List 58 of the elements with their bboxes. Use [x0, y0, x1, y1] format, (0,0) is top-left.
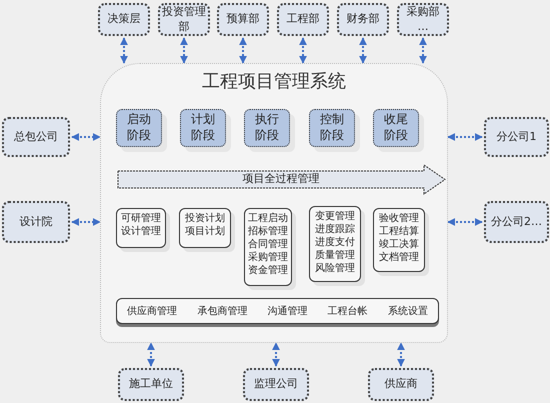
box-label: 工程启动招标管理合同管理采购管理资金管理: [248, 212, 288, 277]
box-label: 执行阶段: [254, 112, 280, 144]
box-label: 沟通管理: [267, 304, 308, 318]
double-arrow: [120, 37, 128, 64]
double-arrow: [447, 218, 483, 226]
box-label: 承包商管理: [197, 304, 248, 318]
org-box: [243, 368, 309, 401]
double-arrow: [299, 37, 307, 64]
box-label: 供应商管理: [127, 304, 178, 318]
box-label: 系统设置: [388, 304, 428, 318]
double-arrow: [397, 342, 405, 367]
org-box: [484, 201, 549, 243]
box-label: 控制阶段: [319, 112, 345, 144]
double-arrow: [272, 342, 280, 367]
org-box: [337, 3, 389, 36]
box-label: 验收管理工程结算竣工决算文档管理: [379, 212, 419, 264]
box-label: 工程部: [286, 12, 320, 27]
double-arrow: [239, 37, 247, 64]
box-label: 监理公司: [254, 377, 298, 392]
box-label: 分公司1: [496, 130, 536, 144]
org-box: [2, 201, 70, 243]
box-label: 启动阶段: [126, 112, 152, 144]
org-box: [217, 3, 269, 36]
double-arrow: [419, 37, 427, 64]
double-arrow: [147, 342, 155, 367]
org-box: [98, 3, 150, 36]
box-label: 决策层: [108, 12, 140, 27]
org-box: [484, 117, 549, 157]
process-arrow: [116, 164, 446, 195]
box-label: 收尾阶段: [383, 112, 409, 144]
double-arrow: [447, 133, 483, 141]
box-label: 财务部: [346, 12, 380, 27]
system-panel: [100, 63, 448, 343]
org-box: [397, 3, 449, 36]
box-label: 可研管理设计管理: [121, 212, 161, 238]
box-label: 项目全过程管理: [242, 172, 320, 187]
org-box: [368, 368, 434, 401]
box-label: 采购部 …: [406, 5, 440, 34]
function-bar: [116, 298, 439, 324]
double-arrow: [359, 37, 367, 64]
org-box: [2, 117, 70, 157]
box-label: 施工单位: [129, 377, 173, 392]
double-arrow: [180, 37, 188, 64]
box-label: 供应商: [384, 377, 418, 392]
system-title: 工程项目管理系统: [202, 70, 346, 94]
box-label: 总包公司: [14, 130, 58, 144]
box-label: 工程台帐: [328, 304, 368, 318]
org-box: [118, 368, 184, 401]
org-box: [277, 3, 329, 36]
box-label: 分公司2…: [491, 214, 542, 230]
double-arrow: [71, 218, 101, 226]
double-arrow: [71, 133, 101, 141]
box-label: 投资管理部: [162, 5, 206, 34]
box-label: 预算部: [226, 12, 260, 27]
box-label: 投资计划项目计划: [185, 212, 225, 238]
box-label: 计划阶段: [190, 112, 216, 144]
box-label: 变更管理进度跟踪进度支付质量管理风险管理: [315, 210, 355, 275]
box-label: 设计院: [20, 214, 52, 230]
